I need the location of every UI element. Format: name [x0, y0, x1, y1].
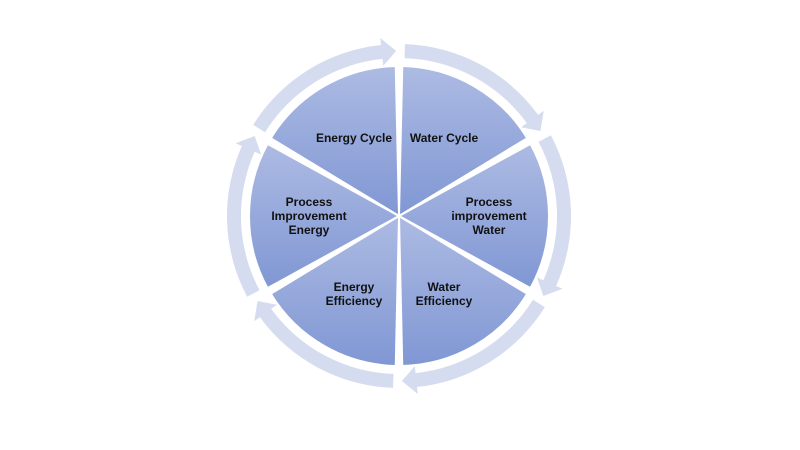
- arrow-ring: [227, 37, 571, 395]
- segment-label-line: Water: [473, 223, 506, 237]
- ring-arrow-process-improvement-energy: [227, 136, 262, 297]
- segment-process-improvement-water: [396, 142, 550, 290]
- segment-process-improvement-energy: [248, 142, 402, 290]
- segment-label-energy-cycle: Energy Cycle: [316, 131, 392, 145]
- ring-arrow-water-cycle: [404, 44, 544, 132]
- segment-label-line: Improvement: [271, 209, 346, 223]
- segment-energy-efficiency: [269, 214, 401, 367]
- segment-label-line: improvement: [451, 209, 526, 223]
- segment-water-cycle: [397, 65, 529, 218]
- segment-energy-cycle: [269, 65, 401, 218]
- segments: [248, 65, 550, 367]
- segment-label-line: Energy: [334, 280, 375, 294]
- segment-label-line: Energy: [289, 223, 330, 237]
- segment-label-line: Efficiency: [326, 294, 383, 308]
- segment-water-efficiency: [397, 214, 529, 367]
- segment-label-line: Process: [466, 195, 513, 209]
- ring-arrow-water-efficiency: [401, 299, 545, 395]
- ring-arrow-energy-cycle: [253, 37, 397, 133]
- segment-label-line: Water: [428, 280, 461, 294]
- segment-label-water-cycle: Water Cycle: [410, 131, 479, 145]
- segment-label-line: Water Cycle: [410, 131, 479, 145]
- segment-label-line: Process: [286, 195, 333, 209]
- ring-arrow-process-improvement-water: [536, 135, 571, 296]
- ring-arrow-energy-efficiency: [254, 300, 394, 388]
- segment-label-line: Energy Cycle: [316, 131, 392, 145]
- segment-label-line: Efficiency: [416, 294, 473, 308]
